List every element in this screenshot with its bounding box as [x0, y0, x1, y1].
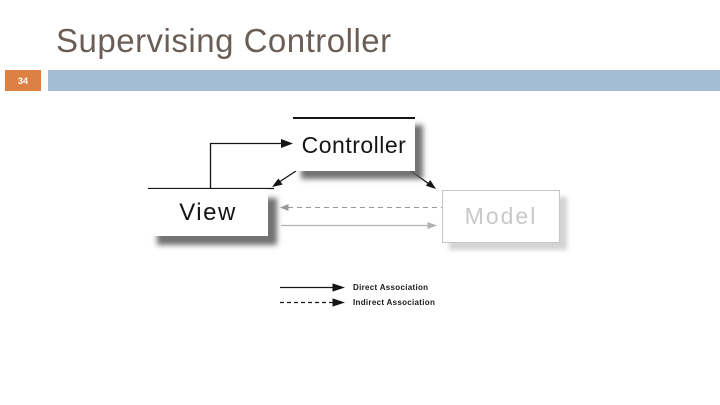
model-to-view-arrowhead-icon — [280, 204, 289, 211]
page-number-badge: 34 — [5, 70, 41, 91]
model-label: Model — [464, 203, 538, 229]
legend-indirect-arrowhead-icon — [332, 298, 345, 307]
header-bar — [48, 70, 720, 91]
controller-label: Controller — [301, 131, 407, 158]
legend-indirect-label: Indirect Association — [353, 298, 436, 307]
legend-direct-arrowhead-icon — [332, 283, 345, 292]
controller-to-model-arrowhead-icon — [425, 180, 436, 189]
page-title: Supervising Controller — [56, 22, 392, 59]
view-to-controller-arrowhead-icon — [281, 139, 293, 148]
controller-to-view-line — [279, 170, 297, 183]
model-box: Model — [442, 190, 560, 243]
view-to-model-arrowhead-icon — [427, 222, 437, 229]
controller-to-view-arrowhead-icon — [272, 178, 283, 187]
view-box: View — [148, 189, 268, 236]
controller-box: Controller — [293, 117, 415, 171]
page-number: 34 — [17, 75, 28, 86]
legend-direct-label: Direct Association — [353, 283, 429, 292]
controller-to-model-line — [410, 170, 430, 185]
view-label: View — [179, 198, 237, 226]
